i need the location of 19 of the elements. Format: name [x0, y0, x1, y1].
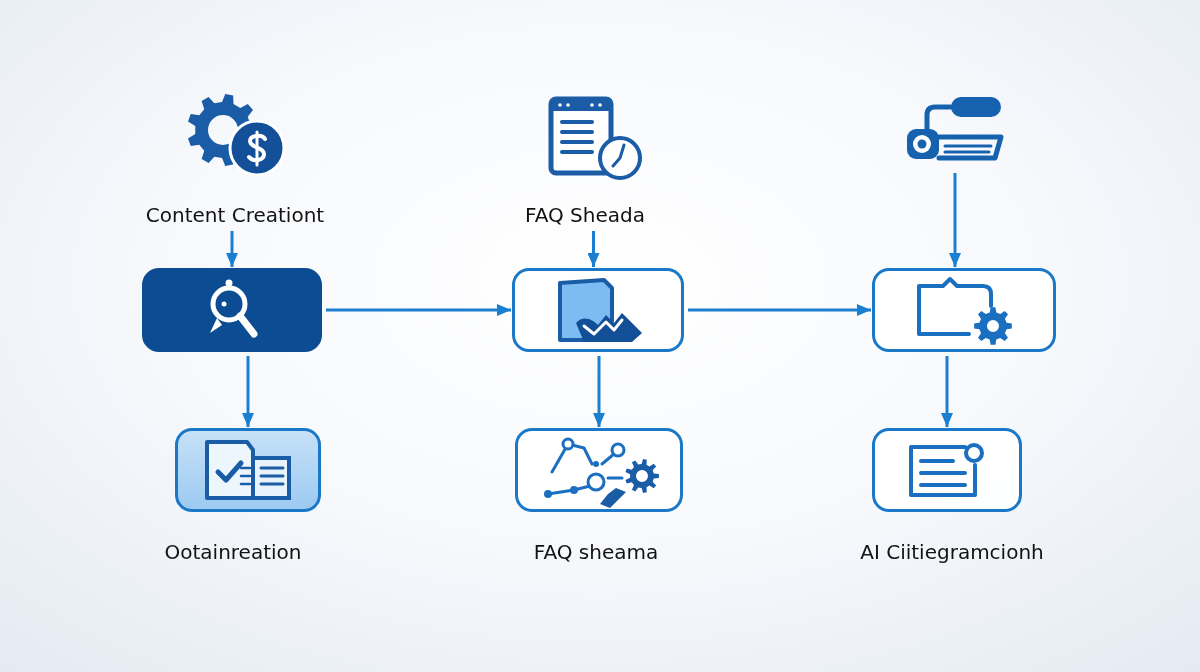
process-box — [515, 428, 683, 512]
step-label: Ootainreation — [164, 540, 302, 564]
arrow — [593, 356, 605, 427]
process-box — [512, 268, 684, 352]
step-label: AI Ciitiegramcionh — [860, 540, 1044, 564]
step-label: FAQ sheama — [533, 540, 659, 564]
step-label: FAQ Sheada — [525, 203, 645, 227]
arrow — [688, 304, 871, 316]
arrow — [226, 231, 238, 267]
process-box — [872, 268, 1056, 352]
arrow — [326, 304, 511, 316]
process-box — [175, 428, 321, 512]
process-box — [142, 268, 322, 352]
arrow — [242, 356, 254, 427]
process-box — [872, 428, 1022, 512]
arrow — [941, 356, 953, 427]
arrow — [587, 231, 600, 267]
step-label: Content Creationt — [145, 203, 325, 227]
arrow — [949, 173, 961, 267]
